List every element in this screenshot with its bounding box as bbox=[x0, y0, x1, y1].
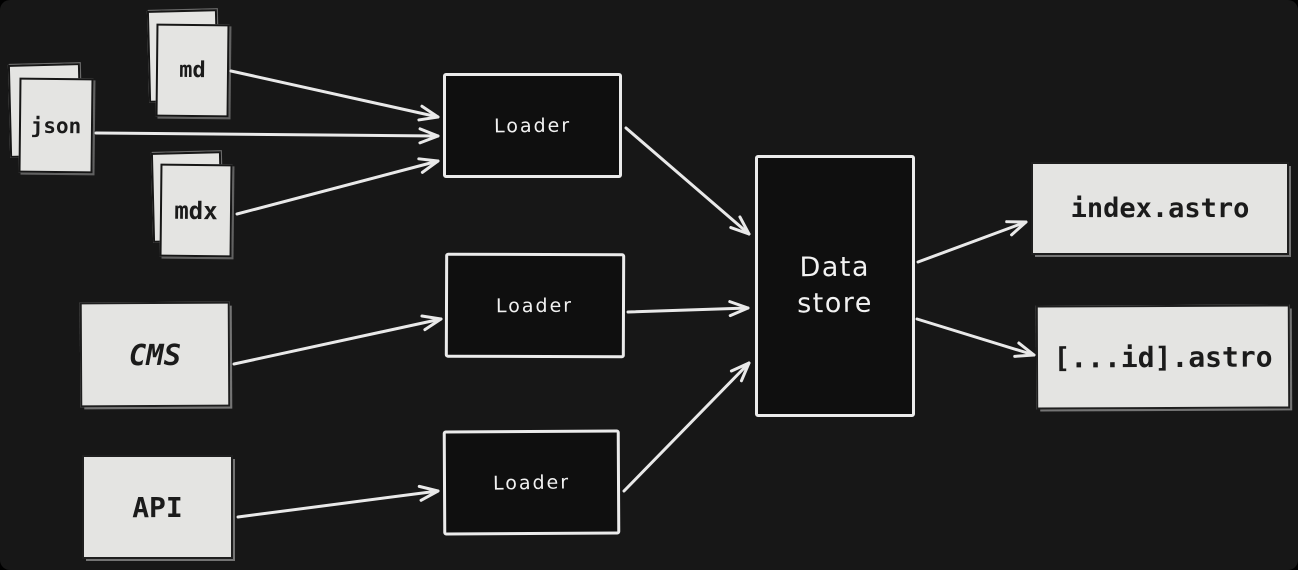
node-index-astro-label: index.astro bbox=[1070, 193, 1250, 224]
node-api: API bbox=[82, 455, 233, 559]
node-data-store: Data store bbox=[755, 155, 915, 417]
node-cms: CMS bbox=[79, 301, 231, 408]
arrow-json-to-loader1 bbox=[94, 127, 440, 145]
arrow-cms-to-loader2 bbox=[232, 314, 443, 366]
node-id-astro-label: [...id].astro bbox=[1053, 340, 1273, 374]
arrow-api-to-loader3 bbox=[236, 484, 440, 519]
arrow-md-to-loader1 bbox=[229, 69, 440, 122]
node-loader-3-label: Loader bbox=[492, 470, 571, 495]
node-md: md bbox=[155, 23, 230, 118]
node-mdx-label: mdx bbox=[174, 196, 218, 225]
node-cms-label: CMS bbox=[128, 337, 182, 372]
node-id-astro: [...id].astro bbox=[1035, 304, 1291, 410]
node-loader-1-label: Loader bbox=[493, 114, 572, 137]
node-mdx: mdx bbox=[159, 163, 233, 258]
arrow-datastore-to-index bbox=[916, 220, 1028, 264]
node-index-astro: index.astro bbox=[1031, 162, 1289, 255]
arrow-loader1-to-datastore bbox=[624, 126, 751, 236]
node-data-store-label: Data store bbox=[797, 249, 873, 323]
arrow-mdx-to-loader1 bbox=[235, 157, 440, 216]
arrow-datastore-to-id bbox=[915, 317, 1036, 358]
arrow-loader3-to-datastore bbox=[622, 361, 751, 493]
node-md-label: md bbox=[179, 57, 206, 84]
node-loader-1: Loader bbox=[443, 73, 622, 178]
arrow-loader2-to-datastore bbox=[626, 300, 750, 318]
node-loader-2-label: Loader bbox=[496, 294, 574, 317]
node-api-label: API bbox=[132, 490, 183, 524]
node-loader-2: Loader bbox=[444, 252, 626, 359]
node-json: json bbox=[18, 77, 94, 174]
node-data-store-label-line2: store bbox=[797, 287, 874, 320]
node-json-label: json bbox=[30, 113, 82, 138]
node-data-store-label-line1: Data bbox=[799, 251, 871, 283]
node-loader-3: Loader bbox=[442, 429, 621, 536]
